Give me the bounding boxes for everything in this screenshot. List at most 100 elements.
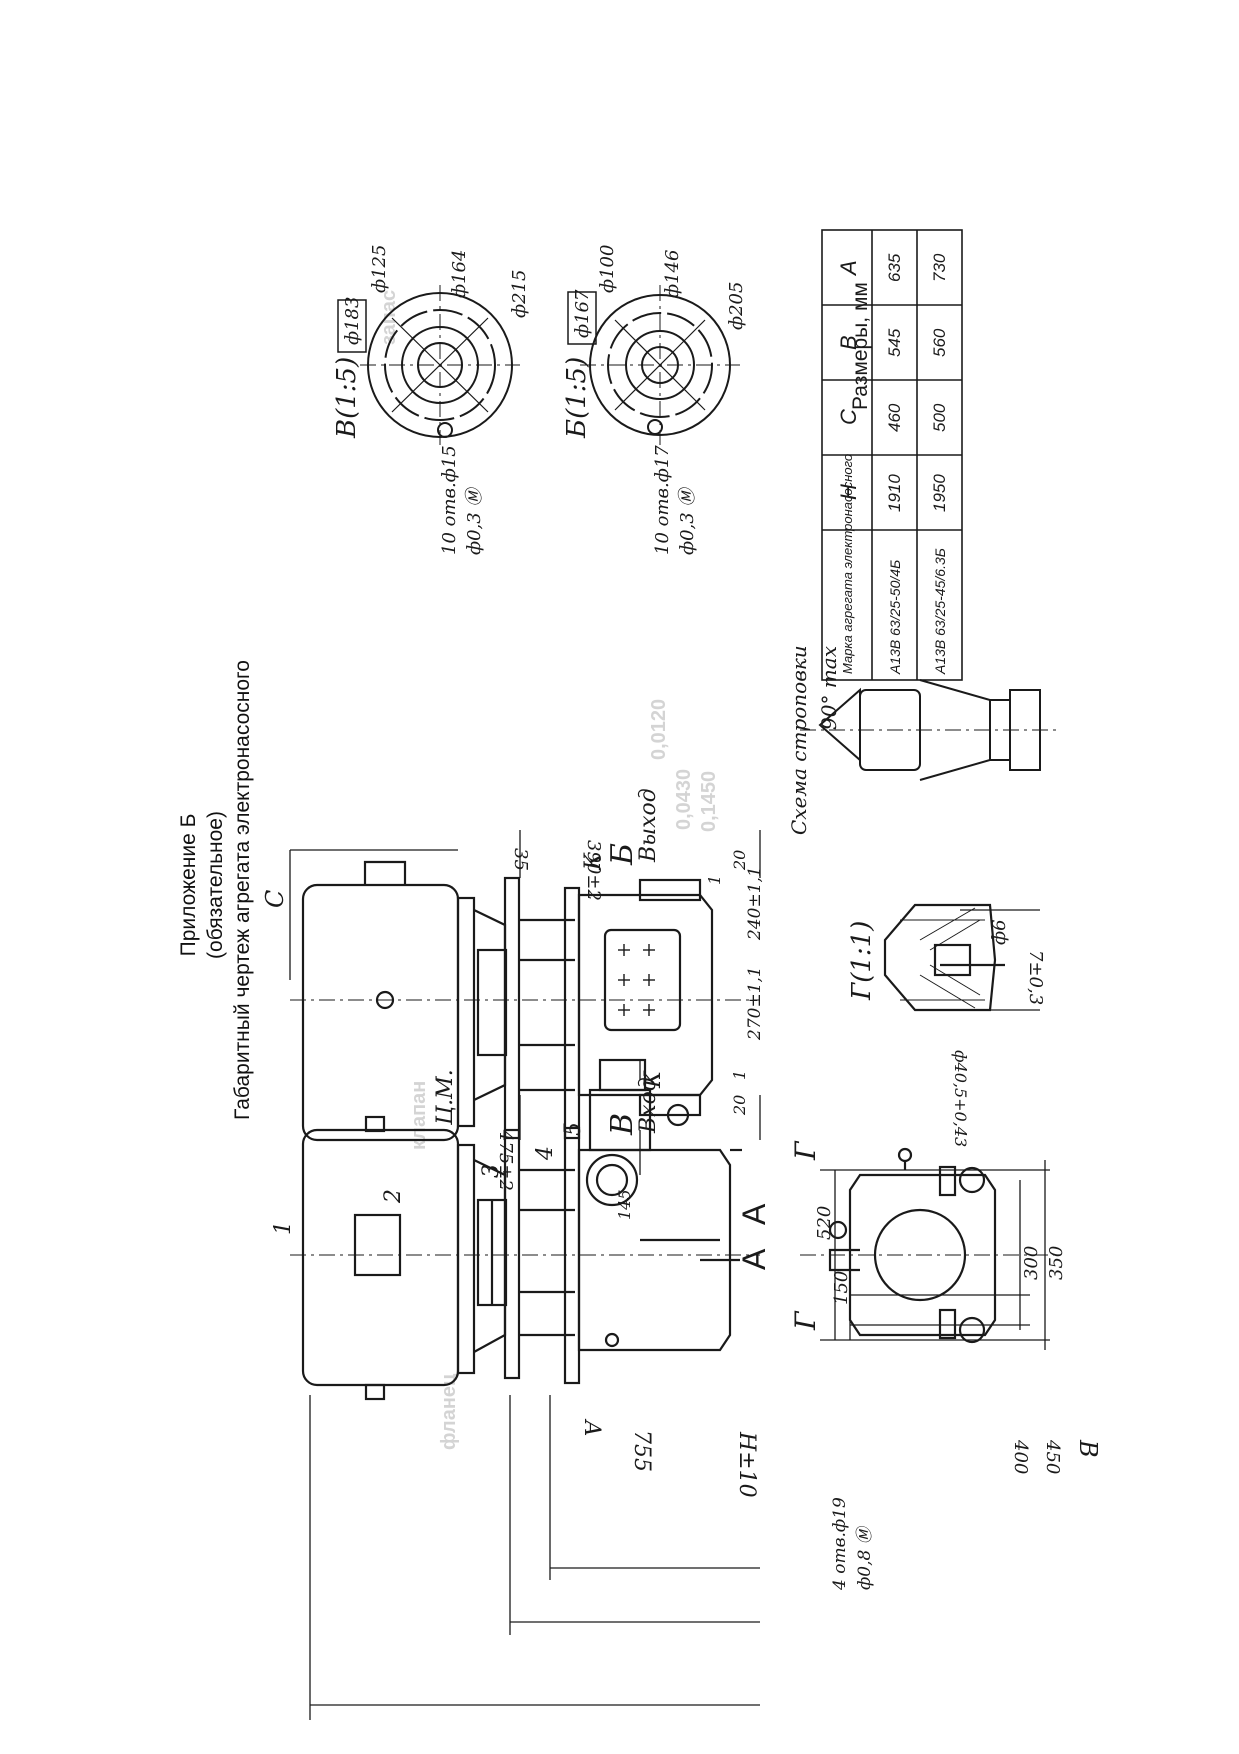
inlet-label: Вход — [636, 1077, 661, 1134]
view-a-mark-g1: Г — [789, 1140, 822, 1161]
appendix-label: Приложение Б — [177, 814, 200, 957]
view-mark-k2: К — [581, 852, 606, 871]
detail-b-labels: Б(1:5) ф167 ф100 ф146 ф205 10 отв.ф17 ф0… — [562, 245, 747, 555]
dim-145: 145 — [615, 1189, 634, 1220]
part-1: 1 — [271, 1221, 296, 1235]
detail-b — [567, 285, 740, 445]
view-a-d300: 300 — [1021, 1246, 1042, 1280]
pump-window — [603, 928, 682, 1032]
detail-v — [337, 285, 520, 445]
lantern-plate-1 — [503, 1128, 521, 1380]
view-a-foot-2 — [938, 1308, 957, 1340]
motor-fin-bottom — [364, 1383, 386, 1401]
part-3: 3 — [479, 1164, 504, 1178]
ghost-3: 0,1450 — [698, 771, 720, 832]
section-a-left: А — [736, 1203, 772, 1225]
detail-v-title: В(1:5) — [332, 357, 362, 439]
sling-scheme — [800, 679, 1060, 781]
dim-c: С — [261, 890, 289, 908]
table-row-2-h: 1950 — [930, 474, 949, 512]
table-header-model: Марка агрегата электронасосного — [840, 454, 855, 674]
detail-b-title: Б(1:5) — [562, 357, 592, 439]
dim-35: 35 — [510, 848, 531, 871]
view-a-d350: 350 — [1046, 1246, 1067, 1280]
view-a-d400: 400 — [1010, 1439, 1031, 1474]
detail-b-d167: ф167 — [572, 289, 593, 338]
table-row-1-c: 460 — [885, 403, 904, 432]
table-row-2-b: 560 — [930, 328, 949, 357]
table-header-h: H — [836, 484, 861, 500]
pump-inlet-ring — [585, 1153, 639, 1207]
view-a-mark-g2: Г — [789, 1310, 822, 1331]
terminal-box — [353, 1213, 402, 1277]
dim-240: 240±1,1 — [745, 866, 765, 941]
view-a-b: В — [1074, 1439, 1102, 1458]
detail-g-title: Г(1:1) — [847, 921, 877, 1001]
view-mark-v: В — [605, 1113, 640, 1136]
ghost-5: фланец — [438, 1373, 460, 1450]
detail-g-40: ф40,5+0,43 — [951, 1050, 970, 1147]
table-row-1-h: 1910 — [885, 474, 904, 512]
ghost-1: 0,0430 — [673, 769, 695, 830]
coupling-mark: Ц.М. — [433, 1069, 458, 1126]
detail-v-d183: ф183 — [342, 297, 363, 345]
detail-b-inner — [625, 330, 695, 400]
table-row-1-b: 545 — [885, 328, 904, 357]
table-row-2-a: 730 — [930, 253, 949, 282]
view-a-d520: 520 — [814, 1206, 835, 1240]
detail-g-phi6: ф6 — [989, 919, 1010, 945]
part-2: 2 — [381, 1189, 406, 1204]
ghost-6: клапан — [408, 1081, 430, 1150]
detail-g-7: 7±0,3 — [1025, 950, 1046, 1005]
part-4: 4 — [533, 1146, 558, 1161]
table-row-2-c: 500 — [930, 403, 949, 432]
view-a-d150: 150 — [831, 1271, 852, 1305]
table-header-b: В — [836, 335, 861, 350]
drawing-title: Габаритный чертеж агрегата электронасосн… — [231, 660, 254, 1120]
sizes-caption: Размеры, мм — [849, 282, 872, 410]
view-mark-b: Б — [605, 843, 640, 866]
view-a-holes: 4 отв.ф19 — [830, 1497, 850, 1591]
outlet-label: Выход — [636, 788, 661, 863]
header: Приложение Б (обязательное) Габаритный ч… — [177, 660, 254, 1120]
section-a-right: А — [736, 1248, 772, 1270]
view-a-body — [848, 1173, 997, 1337]
part-5: 5 — [561, 1122, 586, 1136]
dim-1b: 1 — [705, 875, 724, 885]
detail-v-d125: ф125 — [369, 245, 390, 293]
motor-fin-top — [364, 1115, 386, 1133]
view-a-tolerance: ф0,8 Ⓜ — [855, 1524, 875, 1590]
dim-20a: 20 — [730, 1095, 749, 1116]
main-view — [290, 860, 760, 1401]
detail-v-d164: ф164 — [449, 250, 470, 298]
discharge-flange — [638, 878, 702, 902]
detail-v-tolerance: ф0,3 Ⓜ — [464, 486, 485, 555]
table-header-c: С — [836, 409, 861, 425]
detail-v-box — [337, 299, 367, 353]
view-a-lug — [828, 1248, 860, 1272]
dim-total-height: H±10 — [734, 1431, 759, 1498]
dim-20b: 20 — [730, 850, 749, 871]
detail-g-body — [883, 903, 997, 1012]
detail-b-box — [567, 291, 597, 345]
detail-v-d215: ф215 — [509, 270, 530, 318]
sling-labels: Схема строповки 90° max — [787, 645, 841, 835]
sling-angle: 90° max — [817, 646, 841, 730]
table-row-1-a: 635 — [885, 253, 904, 282]
appendix-status: (обязательное) — [204, 811, 227, 959]
detail-v-labels: В(1:5) ф183 ф125 ф164 ф215 10 отв.ф15 ф0… — [332, 245, 530, 555]
dim-390: 390±2 — [583, 840, 604, 901]
dim-475: 475±2 — [495, 1129, 516, 1191]
view-a — [800, 1147, 1060, 1344]
suction-flange — [638, 1093, 702, 1117]
detail-g-labels: Г(1:1) ф6 7±0,3 ф40,5+0,43 — [847, 919, 1046, 1147]
dim-755: 755 — [629, 1430, 654, 1472]
motor-foot — [363, 860, 407, 885]
detail-b-d205: ф205 — [726, 282, 747, 330]
motor-flange-1 — [456, 1143, 476, 1375]
view-a-d450: 450 — [1042, 1439, 1063, 1474]
view-mark-k1: К — [641, 1070, 666, 1089]
detail-g — [883, 903, 1040, 1012]
detail-b-holes: 10 отв.ф17 — [652, 445, 673, 555]
